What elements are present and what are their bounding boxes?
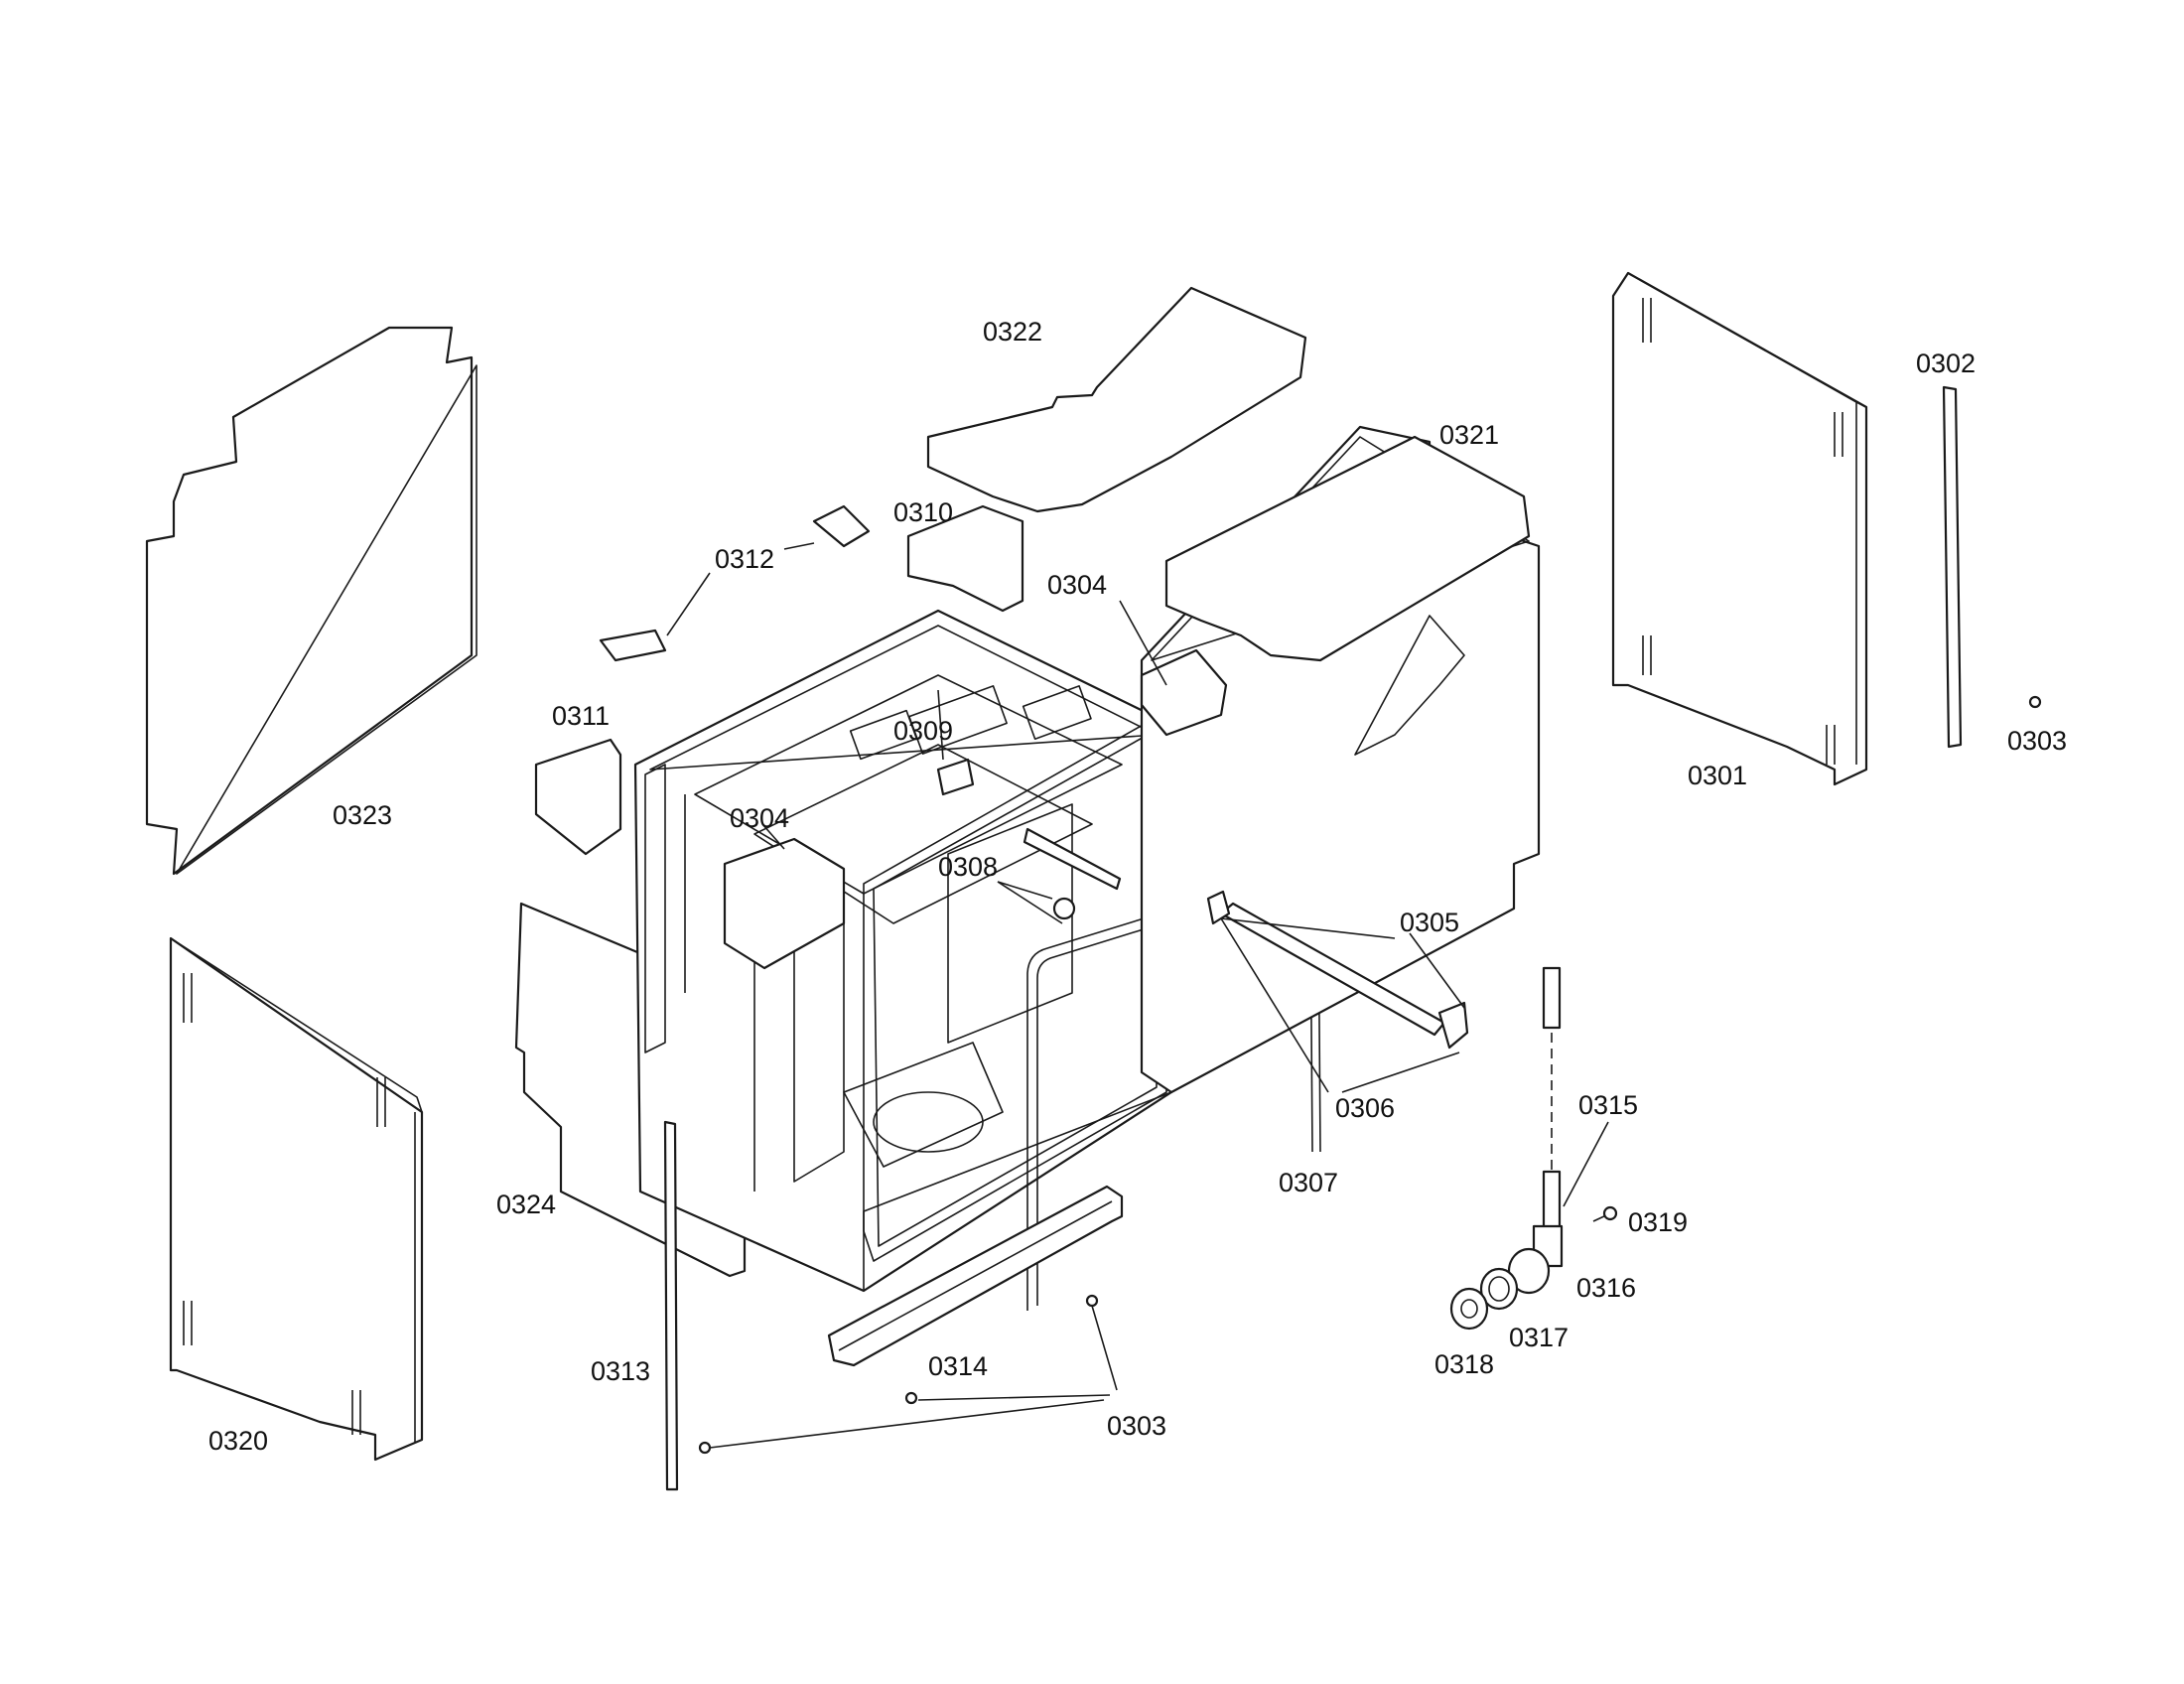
callout-0312: 0312 — [715, 544, 774, 574]
callout-0309: 0309 — [893, 716, 953, 746]
callout-0320: 0320 — [208, 1426, 268, 1456]
part-0323-panel — [145, 326, 478, 876]
callout-0319: 0319 — [1628, 1207, 1688, 1237]
part-0310-bracket — [906, 504, 1024, 613]
part-0302-trim-strip — [1942, 385, 1963, 749]
part-0314-bracket — [827, 1185, 1124, 1367]
callout-0310: 0310 — [893, 497, 953, 527]
callout-0308: 0308 — [938, 852, 998, 882]
part-0315-hose — [1542, 966, 1562, 1233]
callout-0314: 0314 — [928, 1351, 988, 1381]
callout-0323: 0323 — [333, 800, 392, 830]
part-0301-side-panel — [1611, 271, 1868, 786]
part-0304-bracket-left — [723, 837, 846, 970]
part-0311-bracket — [534, 738, 622, 856]
callout-0321: 0321 — [1439, 420, 1499, 450]
callout-0304-top: 0304 — [1047, 570, 1107, 600]
callout-0304-left: 0304 — [730, 803, 789, 833]
part-0317-ring — [1479, 1267, 1519, 1311]
leader-lines — [666, 542, 1609, 1449]
part-0319-screw — [1592, 1205, 1618, 1222]
callout-0303-right: 0303 — [2007, 726, 2067, 756]
callout-0324: 0324 — [496, 1190, 556, 1219]
callout-labels: 0301 0302 0303 0303 0304 0304 0305 0306 … — [208, 317, 2067, 1456]
part-0303-screws — [698, 695, 2042, 1455]
callout-0303-bottom: 0303 — [1107, 1411, 1166, 1441]
callout-0306: 0306 — [1335, 1093, 1395, 1123]
part-0322-plate — [926, 286, 1307, 513]
part-0321-plate — [1164, 435, 1531, 662]
callout-0318: 0318 — [1434, 1349, 1494, 1379]
callout-0305: 0305 — [1400, 908, 1459, 937]
part-0304-bracket-top — [1140, 648, 1228, 737]
callout-0313: 0313 — [591, 1356, 650, 1386]
part-0309-clip — [936, 758, 975, 796]
part-0320-side-panel — [169, 936, 424, 1462]
part-tub-body — [633, 609, 1173, 1293]
part-0308-hinge — [1023, 827, 1122, 920]
callout-0301: 0301 — [1688, 761, 1747, 790]
callout-0311: 0311 — [552, 701, 610, 731]
callout-0315: 0315 — [1578, 1090, 1638, 1120]
callout-0317: 0317 — [1509, 1323, 1569, 1352]
callout-0316: 0316 — [1576, 1273, 1636, 1303]
part-0313-trim-strip — [663, 1120, 679, 1491]
callout-0307: 0307 — [1279, 1168, 1338, 1197]
callout-0302: 0302 — [1916, 349, 1976, 378]
part-0305-rail — [1206, 890, 1469, 1050]
part-0312-bracket-upper — [812, 504, 871, 548]
callout-0322: 0322 — [983, 317, 1042, 347]
part-0312-bracket-lower — [599, 629, 667, 662]
part-0318-cap — [1449, 1287, 1489, 1331]
